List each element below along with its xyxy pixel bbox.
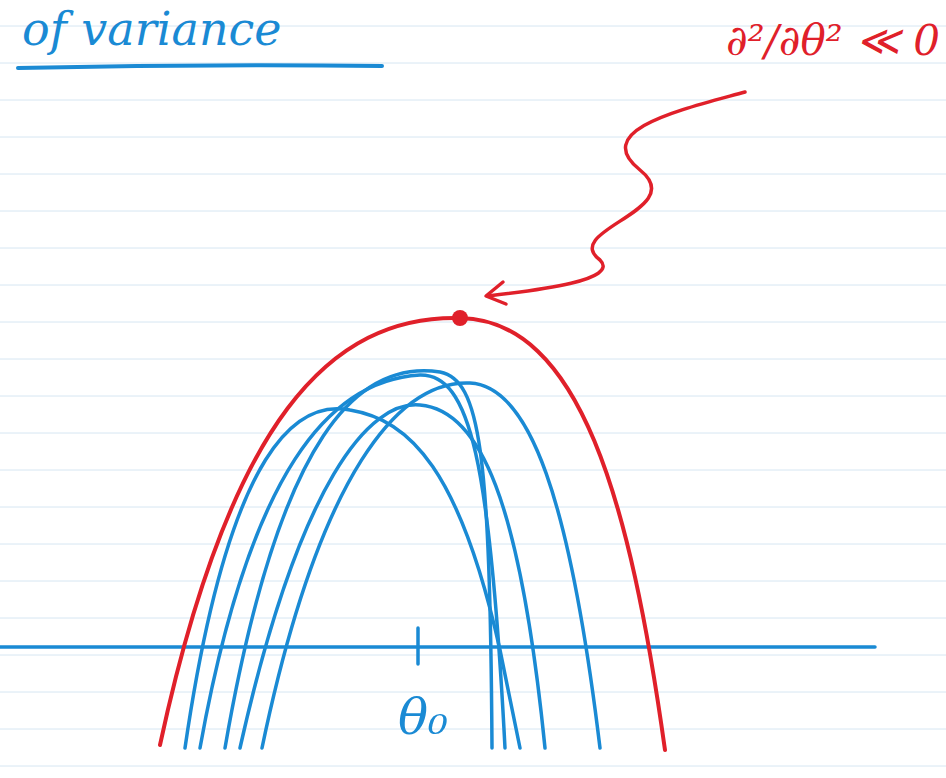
title-underline: [18, 65, 382, 68]
average-curve: [160, 318, 665, 750]
sample-curves: [185, 371, 600, 748]
axis-label: θ₀: [398, 688, 448, 746]
pointer-squiggle: [488, 92, 745, 296]
curvature-note: ∂²/∂θ² ≪ 0: [726, 16, 940, 65]
ruled-lines: [0, 26, 946, 766]
maximum-dot: [452, 310, 468, 326]
page-heading: of variance: [22, 2, 282, 56]
axis-tick: [416, 628, 420, 664]
theta-axis: [0, 645, 875, 649]
pointer-head: [486, 282, 506, 304]
